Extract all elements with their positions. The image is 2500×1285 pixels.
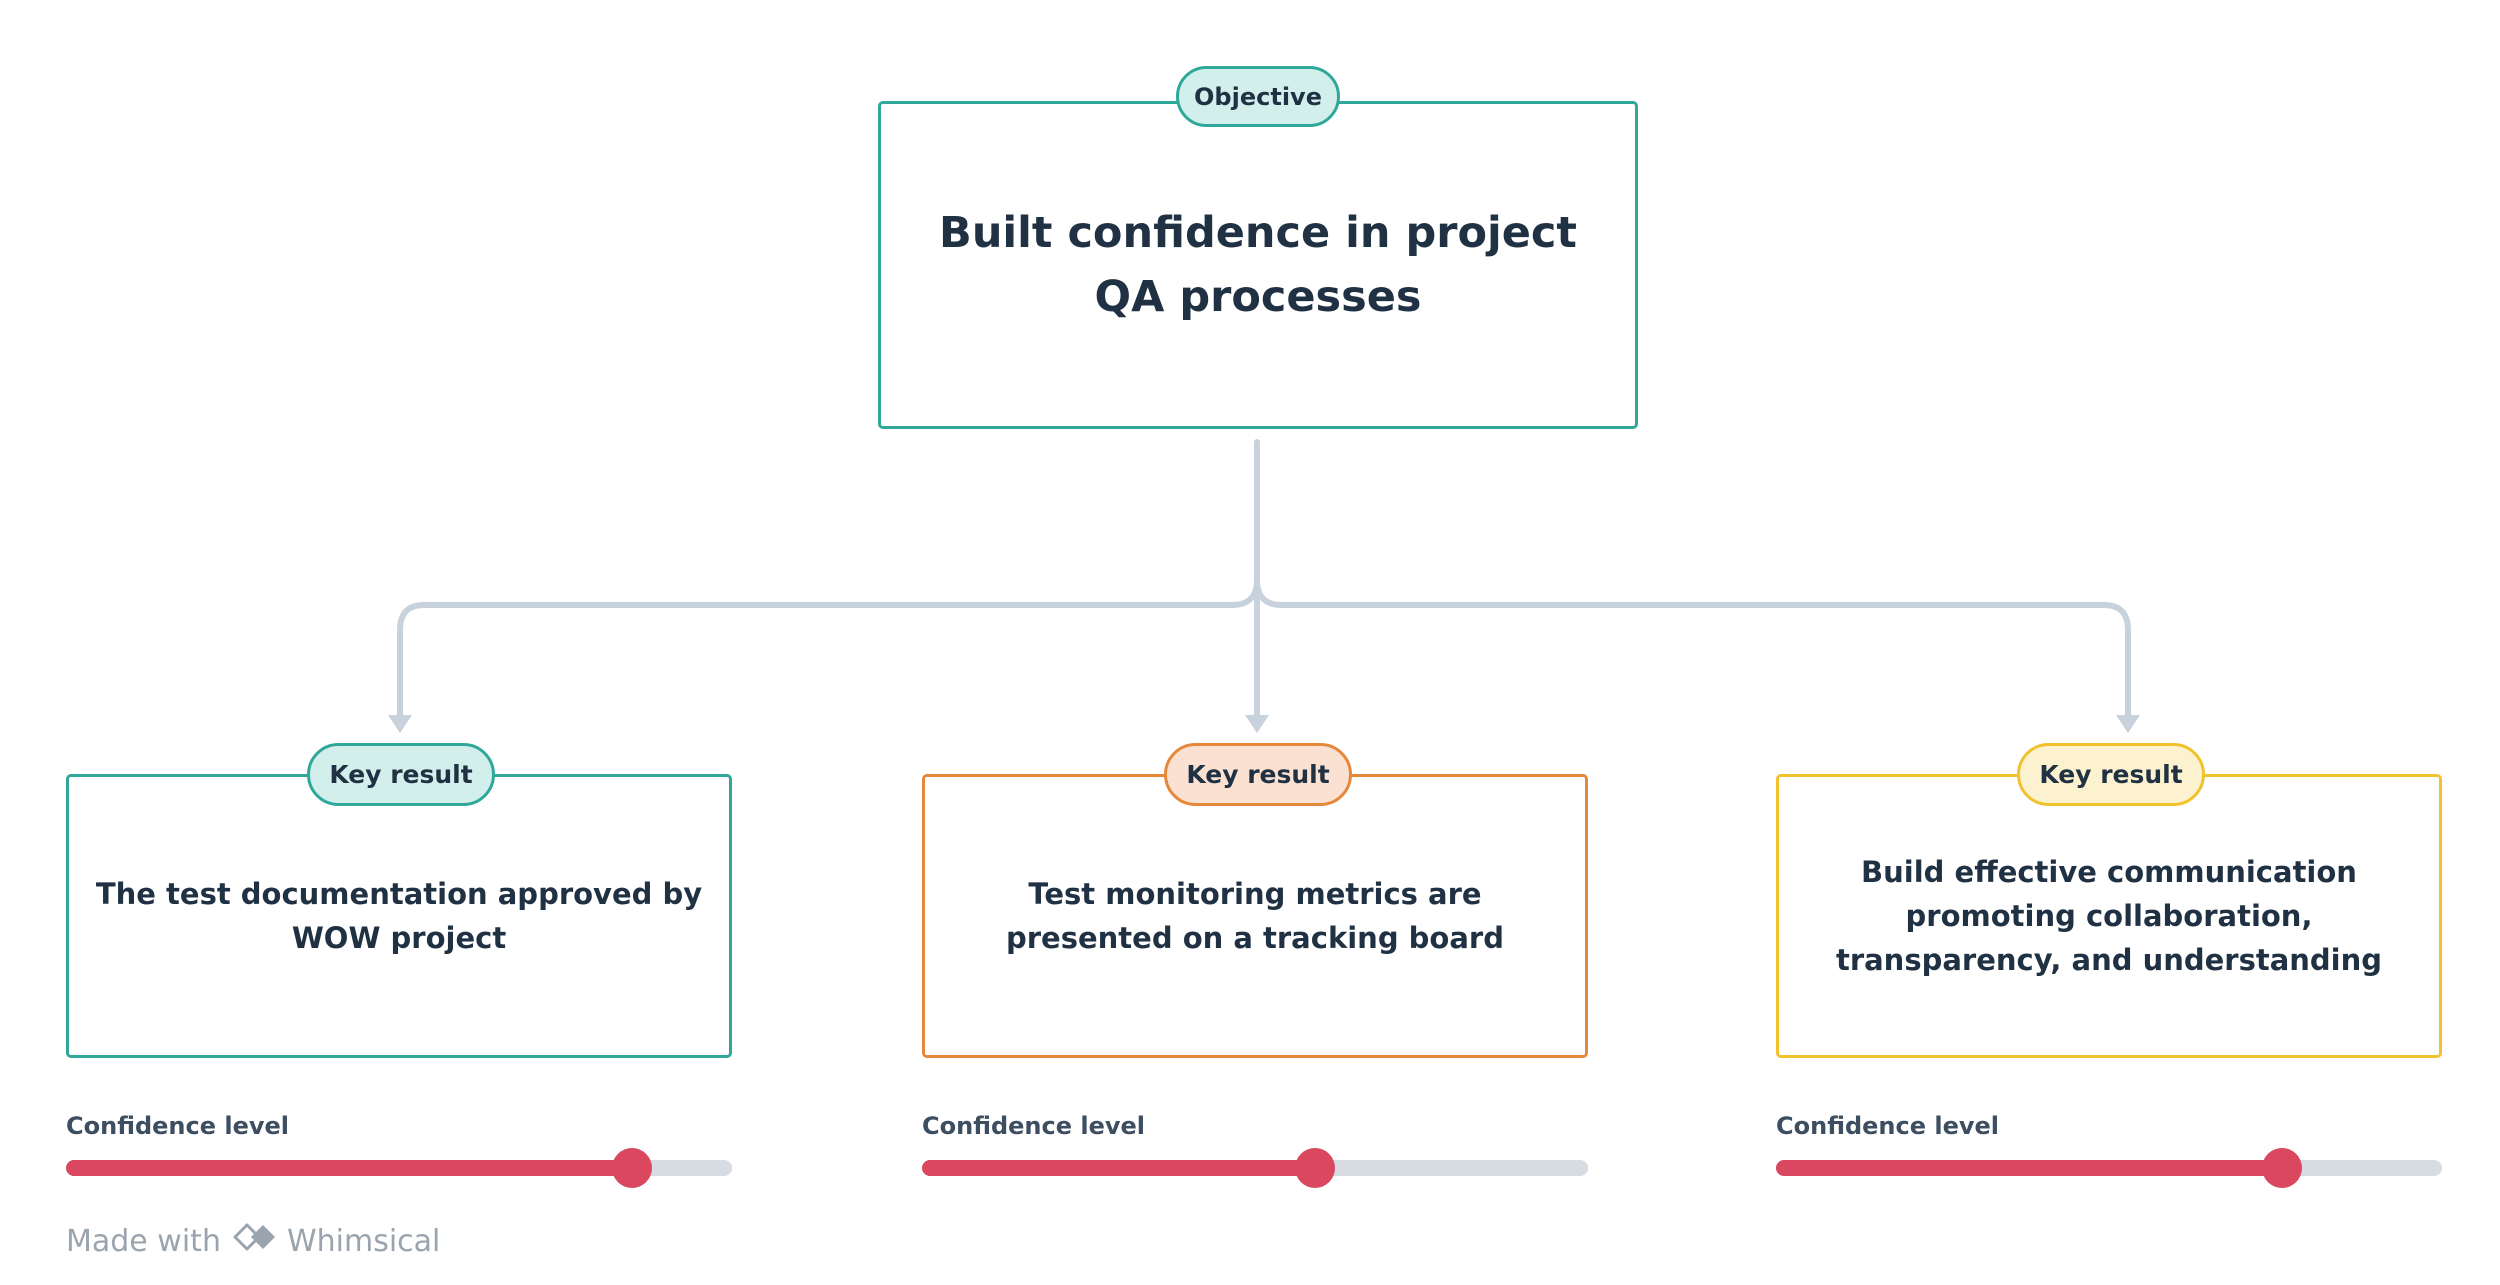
key-result-badge-1: Key result	[307, 743, 495, 806]
arrowhead-left	[388, 715, 412, 733]
confidence-slider-3[interactable]	[1776, 1148, 2442, 1188]
footer-brand: Whimsical	[286, 1223, 441, 1259]
arrowhead-right	[2116, 715, 2140, 733]
key-result-badge-2: Key result	[1164, 743, 1352, 806]
key-result-card-1[interactable]: The test documentation approved by WOW p…	[66, 774, 732, 1058]
objective-badge: Objective	[1176, 66, 1340, 127]
confidence-slider-1[interactable]	[66, 1148, 732, 1188]
key-result-text-3: Build effective communication promoting …	[1835, 855, 2383, 977]
key-result-badge-3: Key result	[2017, 743, 2205, 806]
confidence-thumb-2[interactable]	[1294, 1148, 1335, 1188]
confidence-label-3: Confidence level	[1776, 1112, 2000, 1140]
footer-prefix: Made with	[66, 1223, 221, 1259]
key-result-card-2[interactable]: Test monitoring metrics are presented on…	[922, 774, 1588, 1058]
confidence-thumb-3[interactable]	[2262, 1148, 2303, 1188]
whimsical-logo-icon	[233, 1222, 279, 1260]
objective-card[interactable]: Built confidence in project QA processes	[878, 101, 1638, 429]
objective-title: Built confidence in project QA processes	[939, 208, 1577, 322]
key-result-text-1: The test documentation approved by WOW p…	[95, 877, 703, 955]
confidence-label-1: Confidence level	[66, 1112, 290, 1140]
confidence-fill-1	[66, 1160, 633, 1176]
confidence-slider-2[interactable]	[922, 1148, 1588, 1188]
confidence-label-2: Confidence level	[922, 1112, 1146, 1140]
arrowhead-center	[1245, 715, 1269, 733]
confidence-fill-2	[922, 1160, 1315, 1176]
confidence-fill-3	[1776, 1160, 2283, 1176]
key-result-text-2: Test monitoring metrics are presented on…	[1006, 877, 1504, 955]
made-with-whimsical[interactable]: Made with Whimsical	[66, 1222, 440, 1260]
confidence-thumb-1[interactable]	[612, 1148, 653, 1188]
connector-left	[397, 577, 1260, 720]
key-result-card-3[interactable]: Build effective communication promoting …	[1776, 774, 2442, 1058]
connector-right	[1254, 577, 2131, 720]
